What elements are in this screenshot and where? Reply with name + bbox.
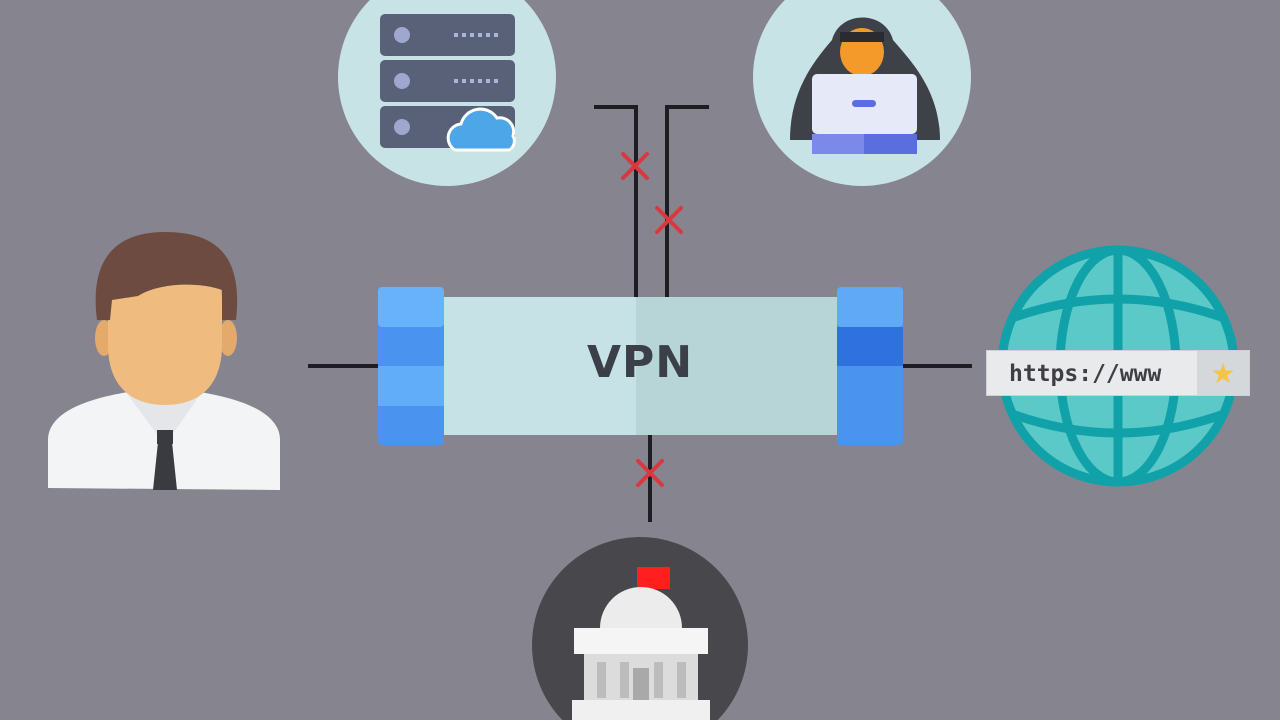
tunnel-right-cap	[837, 287, 903, 445]
tunnel-left-cap	[378, 287, 444, 445]
connector-lines	[308, 105, 972, 522]
star-icon: ★	[1197, 351, 1249, 395]
url-text: https://www	[1009, 361, 1162, 387]
red-x-icon	[636, 459, 664, 487]
vpn-tunnel	[378, 287, 903, 445]
cloud-server-icon	[338, 0, 556, 186]
url-bar: https://www ★	[986, 350, 1250, 396]
server-connector-line	[594, 105, 638, 298]
hacker-connector-line	[665, 105, 709, 298]
red-x-icon	[655, 206, 683, 234]
vpn-label: VPN	[586, 337, 694, 388]
hacker-icon	[753, 0, 971, 186]
red-x-icon	[621, 152, 649, 180]
user-icon	[48, 232, 280, 490]
blocked-markers	[621, 152, 683, 487]
government-building-icon	[532, 537, 748, 720]
